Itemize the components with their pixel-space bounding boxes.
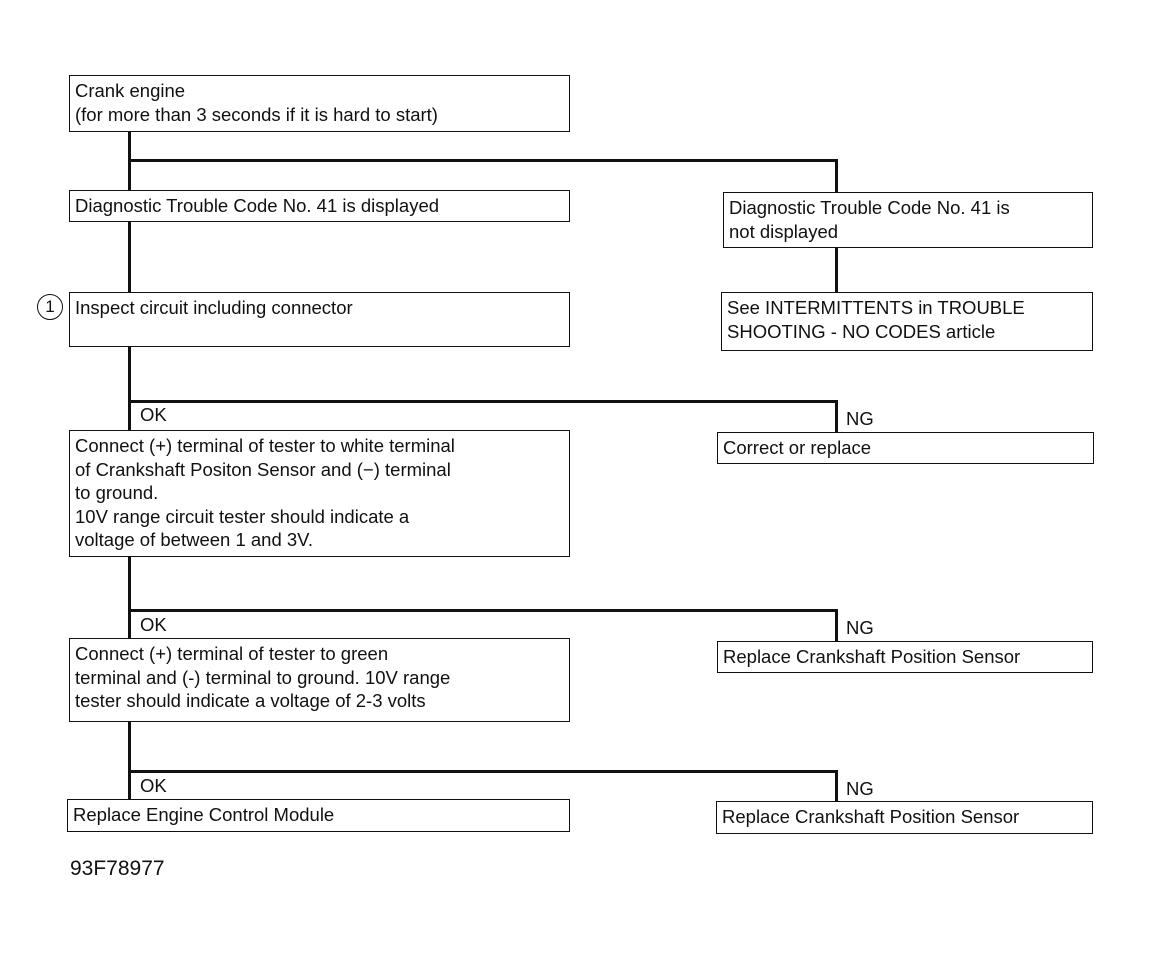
code-not-displayed-box: Diagnostic Trouble Code No. 41 is not di… bbox=[723, 192, 1093, 248]
ng-label-1: NG bbox=[846, 408, 874, 429]
green-terminal-test-box: Connect (+) terminal of tester to green … bbox=[69, 638, 570, 722]
intermittents-box: See INTERMITTENTS in TROUBLE SHOOTING - … bbox=[721, 292, 1093, 351]
code-displayed-box: Diagnostic Trouble Code No. 41 is displa… bbox=[69, 190, 570, 222]
connector-white-test-ng-down bbox=[835, 609, 838, 642]
ng-label-3: NG bbox=[846, 778, 874, 799]
connector-white-test-branch bbox=[128, 609, 838, 612]
connector-branch-right-down bbox=[835, 159, 838, 193]
white-terminal-test-box: Connect (+) terminal of tester to white … bbox=[69, 430, 570, 557]
connector-displayed-to-inspect bbox=[128, 220, 131, 293]
connector-inspect-down bbox=[128, 345, 131, 432]
replace-ecm-box: Replace Engine Control Module bbox=[67, 799, 570, 832]
connector-green-test-down bbox=[128, 720, 131, 800]
connector-green-test-branch bbox=[128, 770, 838, 773]
connector-inspect-branch bbox=[128, 400, 838, 403]
ok-label-1: OK bbox=[140, 404, 167, 425]
connector-notdisplayed-to-intermittents bbox=[835, 246, 838, 292]
connector-inspect-ng-down bbox=[835, 400, 838, 432]
crank-engine-box: Crank engine (for more than 3 seconds if… bbox=[69, 75, 570, 132]
connector-green-test-ng-down bbox=[835, 770, 838, 802]
connector-white-test-down bbox=[128, 555, 131, 639]
ng-label-2: NG bbox=[846, 617, 874, 638]
inspect-circuit-box: Inspect circuit including connector bbox=[69, 292, 570, 347]
correct-or-replace-box: Correct or replace bbox=[717, 432, 1094, 464]
replace-sensor-box-1: Replace Crankshaft Position Sensor bbox=[717, 641, 1093, 673]
ok-label-3: OK bbox=[140, 775, 167, 796]
figure-id: 93F78977 bbox=[70, 857, 165, 880]
step-number-marker: 1 bbox=[37, 294, 63, 320]
ok-label-2: OK bbox=[140, 614, 167, 635]
replace-sensor-box-2: Replace Crankshaft Position Sensor bbox=[716, 801, 1093, 834]
connector-crank-branch bbox=[128, 159, 838, 162]
